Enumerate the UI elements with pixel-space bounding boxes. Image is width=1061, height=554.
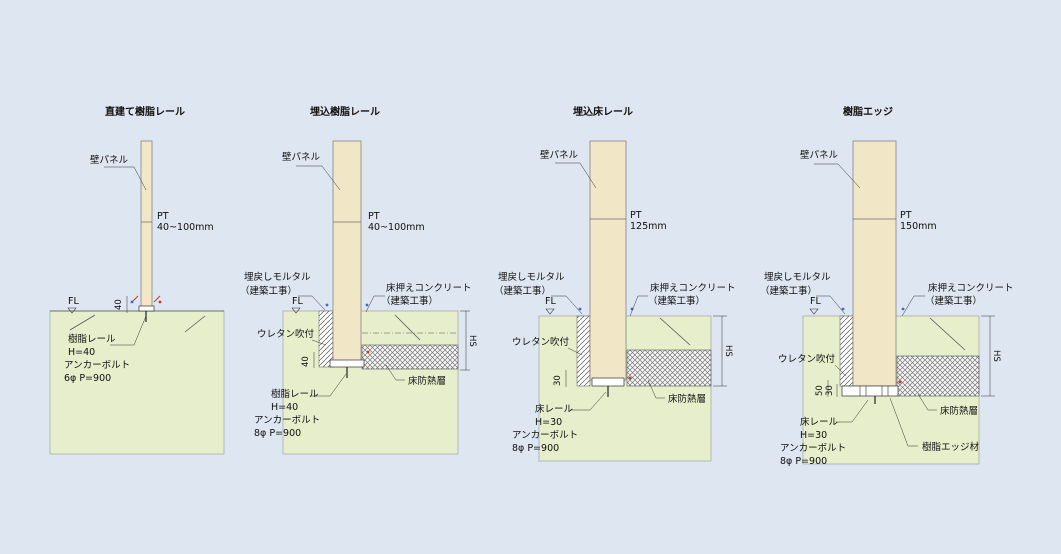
panel-2: 埋込樹脂レール 壁パネル PT 40~100mm 埋戻しモルタル （建築工事） … [240, 105, 477, 455]
pt-label: PT [630, 210, 642, 221]
panel-1: 直建て樹脂レール 壁パネル PT 40~100mm FL 40 樹脂レール H=… [49, 105, 225, 455]
mortar-sub: （建築工事） [760, 285, 817, 297]
pt-label: PT [368, 211, 380, 222]
rail-height: H=40 [271, 402, 298, 413]
dim-40: 40 [301, 356, 311, 367]
wall-panel-label: 壁パネル [90, 154, 129, 166]
resin-rail [138, 305, 155, 312]
insulation-label: 床防熱層 [940, 405, 978, 417]
hs-label: HS [991, 350, 1001, 362]
wall-panel [332, 140, 362, 363]
anchor-label: アンカーボルト [64, 360, 130, 371]
anchor-spec: 8φ P=900 [512, 443, 559, 454]
resin-rail [329, 359, 365, 368]
panel-title: 埋込樹脂レール [310, 105, 380, 118]
urethane-label: ウレタン吹付 [778, 353, 836, 365]
wall-panel-label: 壁パネル [282, 151, 321, 163]
concrete-sub: （建築工事） [648, 295, 705, 307]
mortar-fill [318, 310, 334, 368]
concrete-sub: （建築工事） [925, 295, 982, 307]
insulation-label: 床防熱層 [668, 393, 706, 405]
pt-label: PT [157, 211, 169, 222]
mortar-label: 埋戻しモルタル [764, 271, 831, 283]
wall-panel [589, 140, 627, 381]
anchor-label: アンカーボルト [780, 443, 846, 454]
mortar-sub: （建築工事） [240, 285, 297, 297]
hs-label: HS [467, 335, 477, 347]
insulation-label: 床防熱層 [408, 375, 446, 387]
mortar-label: 埋戻しモルタル [244, 271, 311, 283]
pt-value: 40~100mm [368, 222, 425, 233]
panel-title: 樹脂エッジ [843, 105, 893, 118]
mortar-label: 埋戻しモルタル [498, 271, 565, 283]
mortar-sub: （建築工事） [494, 285, 551, 297]
insulation-layer [626, 349, 712, 387]
rail-height: H=30 [535, 417, 562, 428]
fl-label: FL [68, 296, 79, 307]
dim-40: 40 [114, 299, 124, 310]
hs-label: HS [723, 345, 733, 357]
wall-panel-label: 壁パネル [540, 149, 579, 161]
anchor-label: アンカーボルト [512, 430, 578, 441]
dim-30: 30 [825, 385, 835, 396]
mortar-fill [576, 315, 591, 387]
fl-label: FL [545, 296, 556, 307]
pt-value: 125mm [630, 221, 667, 232]
dim-50: 50 [815, 385, 825, 396]
wall-panel-label: 壁パネル [800, 149, 839, 161]
urethane-label: ウレタン吹付 [257, 328, 315, 340]
pt-value: 40~100mm [157, 222, 214, 233]
rail-label: 樹脂レール [68, 333, 116, 345]
concrete-label: 床押えコンクリート [650, 282, 736, 294]
concrete-sub: （建築工事） [381, 295, 438, 307]
anchor-spec: 6φ P=900 [64, 373, 111, 384]
fl-label: FL [292, 296, 303, 307]
floor-rail [591, 377, 625, 387]
anchor-label: アンカーボルト [254, 415, 320, 426]
mortar-fill [839, 315, 854, 387]
anchor-spec: 8φ P=900 [254, 428, 301, 439]
concrete-label: 床押えコンクリート [386, 282, 472, 294]
anchor-spec: 8φ P=900 [780, 456, 827, 467]
pt-label: PT [900, 210, 912, 221]
edge-label: 樹脂エッジ材 [922, 441, 980, 453]
rail-label: 床レール [800, 416, 839, 428]
rail-height: H=40 [68, 347, 95, 358]
urethane-label: ウレタン吹付 [512, 336, 570, 348]
rail-label: 床レール [535, 403, 574, 415]
ground-slab [49, 310, 225, 455]
panel-title: 埋込床レール [573, 105, 633, 118]
dim-30: 30 [553, 375, 563, 386]
wall-panel [852, 140, 897, 387]
insulation-layer [361, 344, 459, 370]
panel-3: 埋込床レール 壁パネル PT 125mm 埋戻しモルタル （建築工事） FL 床… [494, 105, 736, 462]
concrete-label: 床押えコンクリート [928, 282, 1014, 294]
panel-4: 樹脂エッジ 壁パネル PT 150mm 埋戻しモルタル （建築工事） FL 床押… [760, 105, 1014, 467]
resin-edge [841, 385, 899, 397]
rail-height: H=30 [800, 430, 827, 441]
insulation-layer [896, 355, 980, 397]
panel-title: 直建て樹脂レール [105, 105, 185, 118]
wall-panel [140, 140, 153, 311]
fl-label: FL [810, 296, 821, 307]
ground-slab [282, 310, 459, 455]
pt-value: 150mm [900, 221, 937, 232]
rail-label: 樹脂レール [271, 388, 319, 400]
